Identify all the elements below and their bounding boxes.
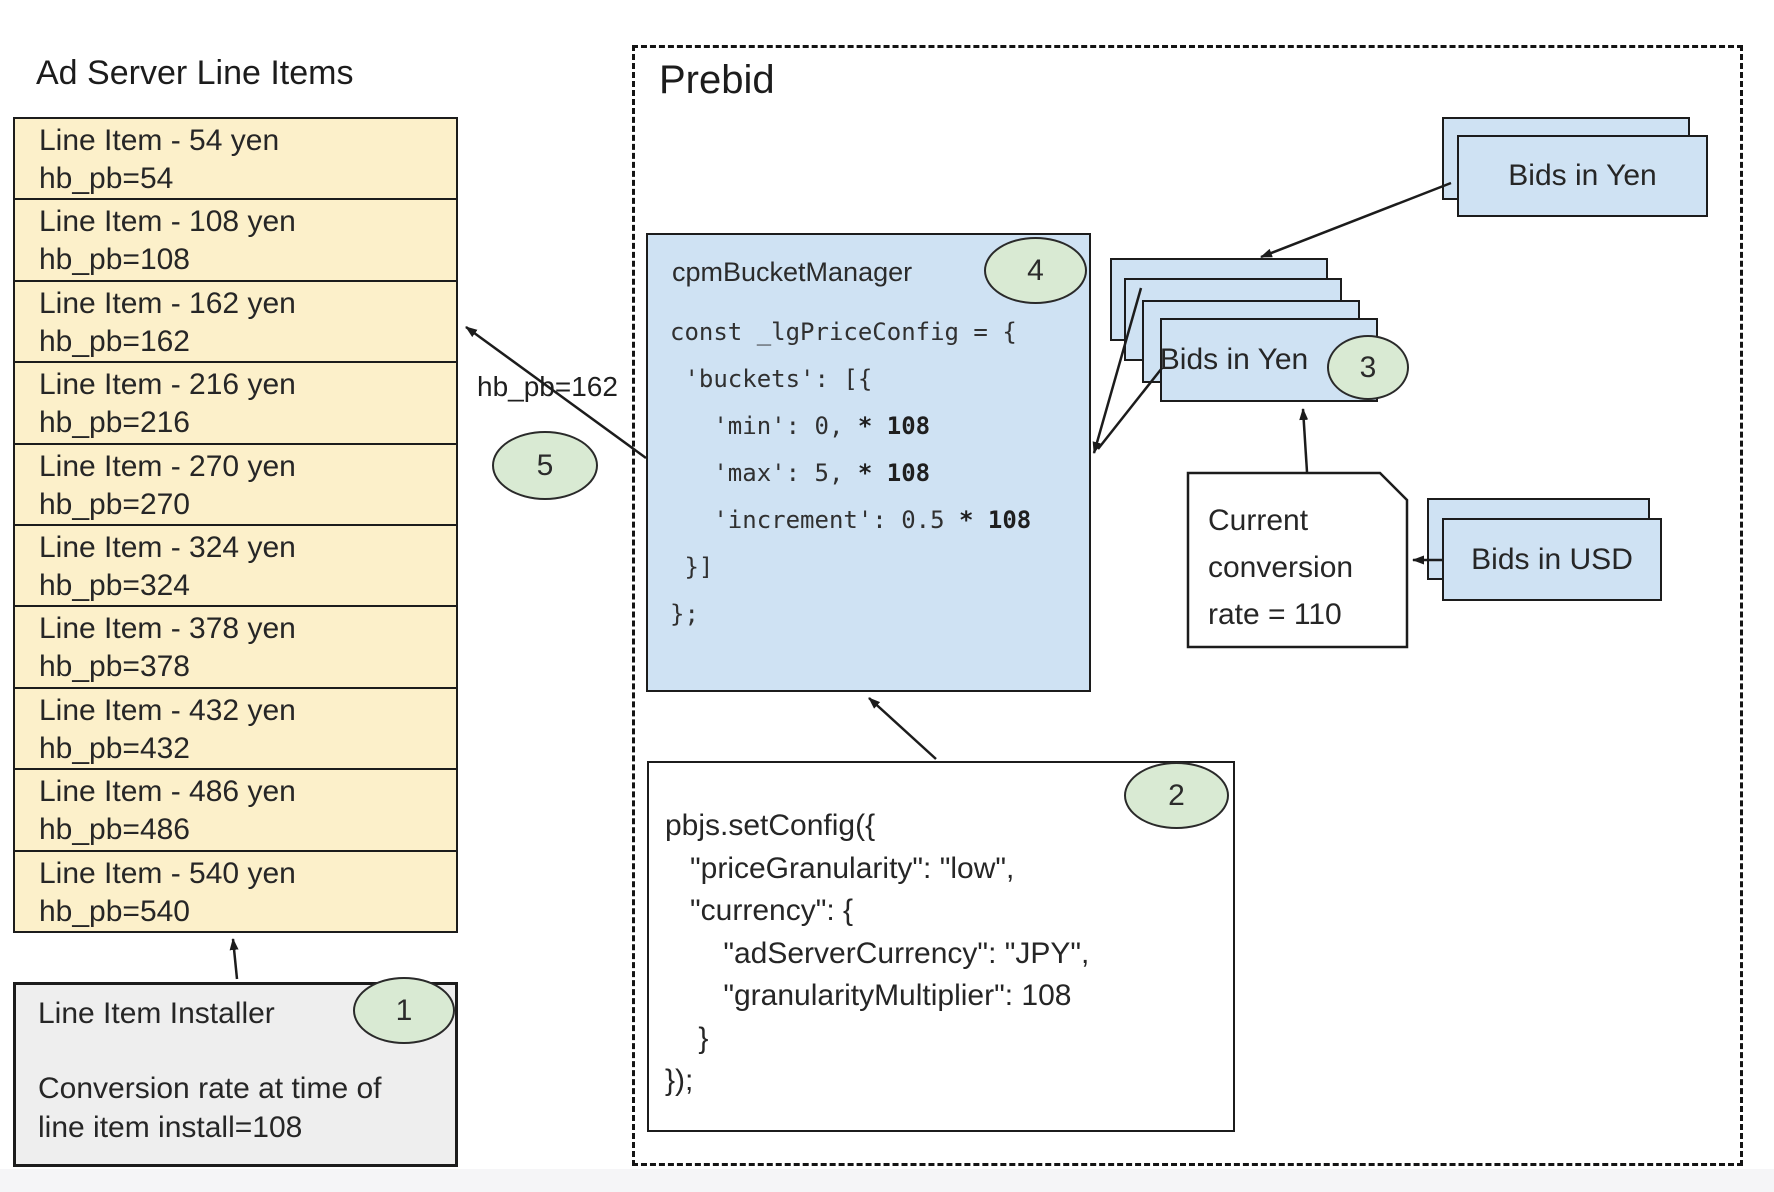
installer-title: Line Item Installer	[38, 997, 275, 1030]
code-line: "currency": {	[665, 894, 854, 927]
line-item-row: Line Item - 432 yen hb_pb=432	[15, 686, 456, 768]
installer-note-line1: Conversion rate at time of	[38, 1072, 382, 1105]
hb-pb-arrow-label: hb_pb=162	[477, 371, 618, 402]
bids-in-usd-label: Bids in USD	[1471, 542, 1633, 576]
step-badge-3: 3	[1327, 335, 1409, 400]
line-item-key: hb_pb=270	[39, 487, 190, 521]
ad-server-title: Ad Server Line Items	[36, 54, 354, 92]
line-item-label: Line Item - 108 yen	[39, 205, 296, 239]
code-line: const _lgPriceConfig = {	[670, 318, 1017, 346]
line-item-row: Line Item - 54 yen hb_pb=54	[15, 119, 456, 198]
pbjs-set-config-box: pbjs.setConfig({ "priceGranularity": "lo…	[647, 761, 1235, 1132]
line-item-key: hb_pb=162	[39, 324, 190, 358]
line-item-row: Line Item - 486 yen hb_pb=486	[15, 768, 456, 849]
line-item-label: Line Item - 270 yen	[39, 449, 296, 483]
line-item-key: hb_pb=378	[39, 650, 190, 684]
line-item-key: hb_pb=216	[39, 406, 190, 440]
step-badge-5: 5	[492, 431, 598, 500]
cpm-bucket-manager-label: cpmBucketManager	[672, 257, 913, 287]
code-line: }]	[670, 553, 714, 581]
line-items-table: Line Item - 54 yen hb_pb=54 Line Item - …	[13, 117, 458, 933]
line-item-key: hb_pb=432	[39, 731, 190, 765]
code-line: 'buckets': [{	[670, 365, 873, 393]
prebid-dashed-container	[632, 45, 1743, 1166]
step-badge-4: 4	[984, 237, 1087, 304]
conversion-note-line1: Current	[1208, 504, 1309, 537]
pbjs-set-config-code: pbjs.setConfig({ "priceGranularity": "lo…	[665, 805, 1089, 1103]
code-line: "adServerCurrency": "JPY",	[665, 936, 1090, 970]
prebid-title: Prebid	[659, 58, 775, 102]
code-line: 'min': 0, * 108	[670, 412, 931, 440]
conversion-note-line2: conversion	[1208, 551, 1354, 584]
code-line: 'max': 5, * 108	[670, 459, 931, 487]
conversion-note-text: Current conversion rate = 110	[1208, 497, 1353, 638]
bids-in-usd-card-front: Bids in USD	[1442, 518, 1662, 601]
bucket-manager-code: const _lgPriceConfig = { 'buckets': [{ '…	[670, 309, 1031, 638]
bids-in-yen-mid-label: Bids in Yen	[1159, 343, 1309, 376]
line-item-key: hb_pb=324	[39, 569, 190, 603]
step-badge-2: 2	[1124, 762, 1229, 829]
line-item-key: hb_pb=486	[39, 813, 190, 847]
line-item-label: Line Item - 162 yen	[39, 286, 296, 320]
line-item-key: hb_pb=54	[39, 162, 174, 195]
code-line: };	[670, 600, 699, 628]
line-item-row: Line Item - 540 yen hb_pb=540	[15, 849, 456, 931]
line-item-label: Line Item - 486 yen	[39, 775, 296, 809]
line-item-row: Line Item - 216 yen hb_pb=216	[15, 361, 456, 442]
code-line: }	[665, 1021, 709, 1055]
installer-note: Conversion rate at time of line item ins…	[38, 1069, 382, 1147]
arrow-installer-to-table	[229, 938, 239, 980]
code-line: 'increment': 0.5 * 108	[670, 506, 1032, 534]
bids-in-yen-top-card-front: Bids in Yen	[1457, 135, 1708, 217]
line-item-row: Line Item - 378 yen hb_pb=378	[15, 605, 456, 686]
line-item-label: Line Item - 378 yen	[39, 612, 296, 646]
bids-in-yen-top-label: Bids in Yen	[1508, 159, 1657, 192]
cpm-bucket-manager-box: cpmBucketManager const _lgPriceConfig = …	[646, 233, 1091, 692]
conversion-note-line3: rate = 110	[1208, 598, 1342, 631]
code-line: pbjs.setConfig({	[665, 809, 876, 842]
line-item-row: Line Item - 108 yen hb_pb=108	[15, 198, 456, 279]
step-badge-1: 1	[353, 977, 455, 1044]
line-item-label: Line Item - 54 yen	[39, 124, 280, 157]
code-line: });	[665, 1064, 694, 1097]
line-item-key: hb_pb=108	[39, 243, 190, 277]
line-item-row: Line Item - 270 yen hb_pb=270	[15, 442, 456, 524]
line-item-row: Line Item - 162 yen hb_pb=162	[15, 279, 456, 361]
code-line: "priceGranularity": "low",	[665, 851, 1015, 885]
line-item-label: Line Item - 432 yen	[39, 693, 296, 727]
line-item-row: Line Item - 324 yen hb_pb=324	[15, 524, 456, 605]
line-item-key: hb_pb=540	[39, 894, 190, 928]
line-item-label: Line Item - 216 yen	[39, 368, 296, 402]
page-edge-band	[0, 1169, 1774, 1192]
line-item-label: Line Item - 324 yen	[39, 531, 296, 565]
code-line: "granularityMultiplier": 108	[665, 979, 1072, 1012]
installer-note-line2: line item install=108	[38, 1111, 303, 1144]
line-item-label: Line Item - 540 yen	[39, 856, 296, 890]
